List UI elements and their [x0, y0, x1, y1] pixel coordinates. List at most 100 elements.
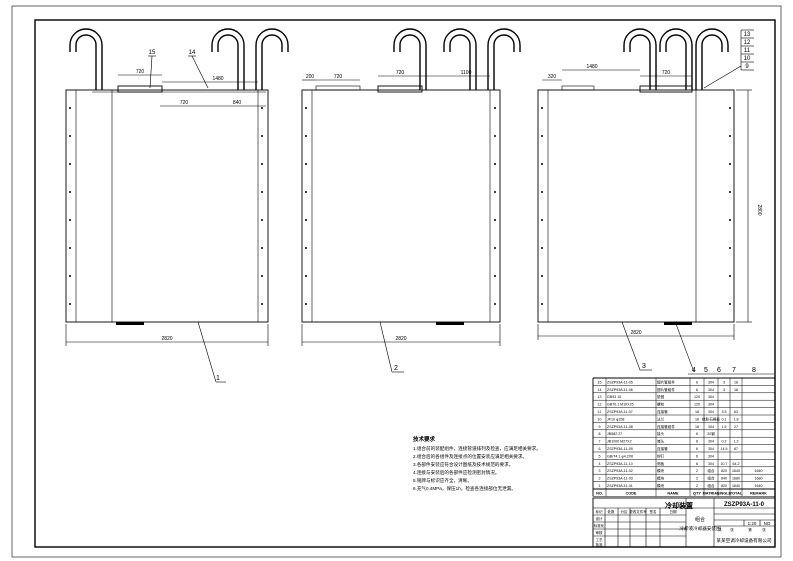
drain-fitting	[116, 322, 144, 325]
bom-cell: 820	[721, 469, 727, 473]
technical-notes: 技术要求 1.组合前的装配组件，连接管道排列及检查，应满足相关要求。 2.组合后…	[413, 435, 541, 492]
bom-cell: 27	[734, 425, 738, 429]
sheet-info: 共	[718, 527, 722, 532]
scale-value: 1:20	[748, 521, 757, 526]
u-bend-pipe	[217, 34, 239, 90]
u-bend-pipe	[449, 34, 471, 90]
product-name: 组合	[695, 516, 705, 523]
bom-cell: 1.5	[722, 425, 727, 429]
bom-cell: 87	[734, 447, 738, 451]
dim-total-width: 2820	[395, 336, 406, 342]
bom-cell: 14.5	[721, 447, 728, 451]
notes-line: 5.铭牌与标识应齐全，清晰。	[413, 477, 472, 484]
bom-header-cell: REMARK	[750, 491, 767, 495]
dim-slot-b: 720	[180, 100, 189, 106]
bom-cell: 304	[708, 410, 714, 414]
panel-3: 320 1480 720 2800 2820 13 12 11 10 9	[537, 28, 774, 375]
bom-cell: 1.2	[734, 440, 739, 444]
bom-cell: ZSZP93A-11-01	[607, 484, 633, 488]
title-label: 设计	[596, 516, 604, 521]
bom-cell: 13	[598, 395, 602, 399]
bom-cell: 1640	[732, 469, 740, 473]
u-bend-pipe	[701, 34, 723, 90]
bolt-holes	[305, 107, 496, 305]
bom-cell: 翅片管组件	[657, 387, 675, 392]
bom-cell: JB1000 M27X2	[607, 440, 632, 444]
bom-cell: 模块	[657, 468, 665, 473]
bom-cell: 20钢	[707, 431, 715, 436]
bom-cell: 2	[696, 477, 698, 481]
bom-cell: 模块	[657, 483, 665, 488]
notes-line: 1.组合前的装配组件，连接管道排列及检查，应满足相关要求。	[413, 445, 541, 452]
bom-cell: 堵头	[657, 439, 665, 444]
bom-cell: ZSZP93A-11-02	[607, 469, 633, 473]
bom-cell: 14	[598, 388, 602, 392]
leader-label: 13	[744, 32, 751, 38]
bom-cell: ZSZP93A-11-06	[607, 388, 633, 392]
u-bend-pipe	[487, 28, 521, 90]
leader-label: 15	[149, 50, 156, 56]
dim-top-span: 1480	[212, 76, 223, 82]
bom-cell: 304	[708, 425, 714, 429]
bom-cell: 10.7	[721, 462, 728, 466]
bom-cell: 18	[695, 417, 699, 421]
bom-cell: 15	[598, 380, 602, 384]
bom-cell: 6	[696, 432, 698, 436]
title-block: 冷却装置 ZSZP93A-11-0 1:20 NO 组合 冷却液冷却器安装图 某…	[592, 497, 776, 548]
bom-cell: 6	[696, 380, 698, 384]
bom-cell: 组合	[707, 483, 715, 488]
bom-cell: ZSZP93A-11-08	[607, 425, 633, 429]
u-bend-pipe	[75, 34, 97, 90]
bom-cell: 6	[696, 447, 698, 451]
bom-cell: ZSZP93A-11-05	[607, 380, 633, 384]
bom-cell: JF10 φ158	[607, 417, 624, 421]
bom-cell: 18	[695, 410, 699, 414]
header-manifold	[639, 85, 693, 93]
bom-cell: 1640	[755, 484, 763, 488]
u-bend-pipe	[211, 28, 245, 90]
u-bend-pipe	[443, 28, 477, 90]
leader-label: 4	[692, 367, 696, 374]
bolt-holes	[69, 107, 263, 305]
dim-left-offset: 320	[548, 74, 557, 80]
bom-cell: 组合	[707, 476, 715, 481]
notes-line: 2.组合后的各组件及连接点的位置安装应满足相关要求。	[413, 453, 527, 460]
bom-cell: 连接管组件	[657, 424, 675, 429]
dim-slot-a: 720	[334, 74, 343, 80]
leader-label: 5	[704, 367, 708, 374]
drain-fitting	[664, 322, 692, 325]
bom-cell: 铆钉	[657, 453, 665, 458]
title-label: 批准	[596, 542, 604, 547]
title-label: 更改文件号	[629, 509, 647, 514]
bom-cell: 组合	[707, 468, 715, 473]
bom-cell: 1680	[755, 477, 763, 481]
bom-cell: 3	[723, 388, 725, 392]
bom-cell: 6	[696, 440, 698, 444]
bom-cell: 63	[734, 410, 738, 414]
bom-cell: 3	[723, 380, 725, 384]
bom-cell: 18	[695, 425, 699, 429]
bom-cell: 2	[599, 477, 601, 481]
bom-cell: 820	[721, 484, 727, 488]
u-bend-pipe	[493, 34, 515, 90]
dim-span: 1100	[461, 70, 472, 76]
sheet-mark: NO	[764, 521, 771, 526]
dim-slot-b: 720	[396, 70, 405, 76]
bom-cell: 18	[734, 388, 738, 392]
drawing-subtitle: 冷却液冷却器安装图	[679, 525, 721, 532]
title-label: 标记	[596, 509, 604, 514]
bom-cell: 12	[598, 403, 602, 407]
bom-cell: 螺栓	[657, 402, 665, 407]
bom-cell: 304	[708, 447, 714, 451]
assembly-title: 冷却装置	[665, 501, 693, 510]
panel-callout: 1	[216, 375, 220, 382]
dim-top-span: 1480	[586, 64, 597, 70]
leader-label: 14	[189, 50, 196, 56]
bom-cell: ZSZP93A-11-09	[607, 447, 633, 451]
bom-cell: 垫圈	[657, 394, 665, 399]
bom-cell: 304	[708, 395, 714, 399]
dim-left-offset: 200	[306, 74, 315, 80]
u-bend-pipe	[665, 34, 687, 90]
bom-cell: 2	[696, 469, 698, 473]
